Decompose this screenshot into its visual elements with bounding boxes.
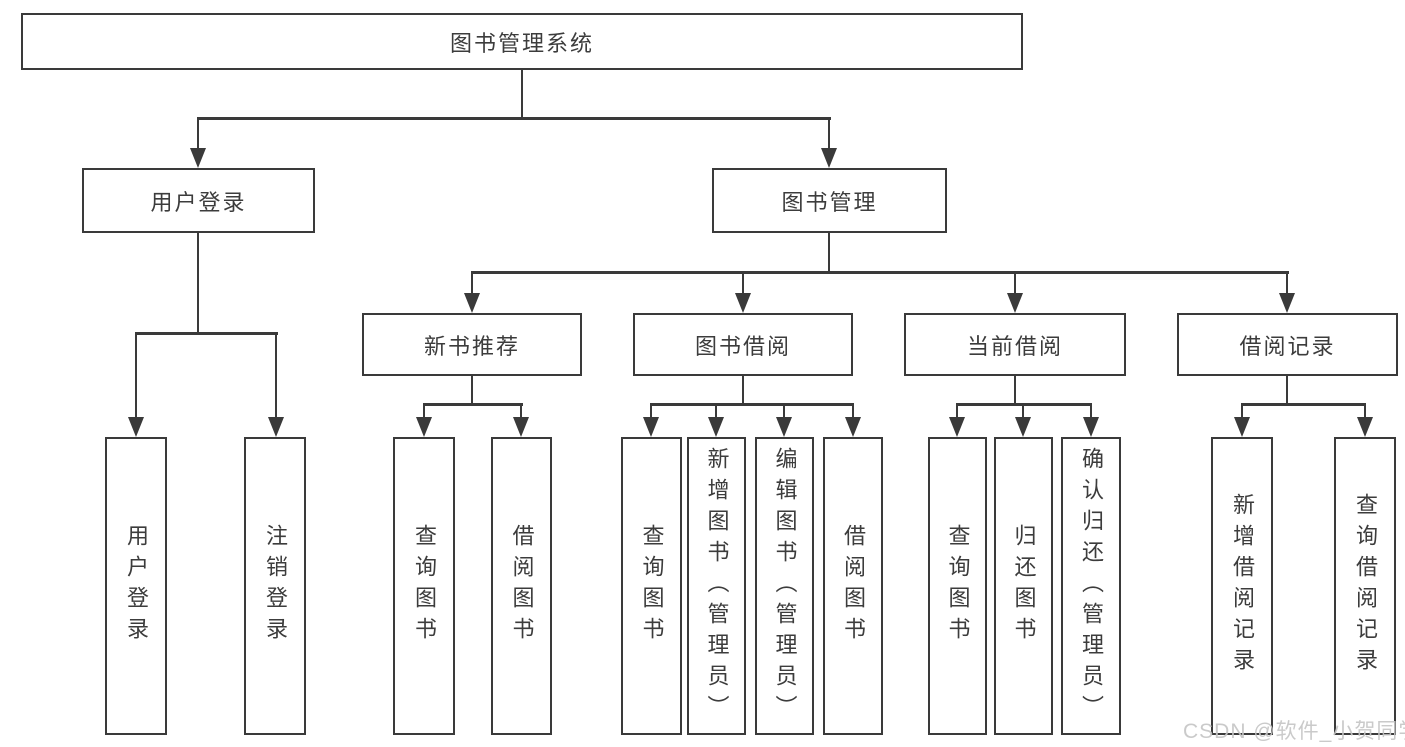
node-label: 图书借阅	[694, 333, 791, 359]
csdn-watermark: CSDN @软件_小贺同学	[1183, 720, 1405, 743]
arrowhead-icon	[1083, 417, 1099, 437]
connector-line	[1090, 403, 1092, 421]
node-borrowing-records: 借阅记录	[1177, 313, 1398, 376]
connector-line	[521, 69, 523, 119]
node-label: 当前借阅	[966, 333, 1063, 359]
node-book-management: 图书管理	[712, 168, 947, 233]
connector-line	[197, 233, 199, 334]
connector-line	[956, 403, 1092, 406]
connector-line	[423, 403, 425, 421]
node-label: 注销登录	[263, 524, 288, 648]
connector-line	[471, 271, 473, 295]
connector-line	[1241, 403, 1366, 406]
connector-line	[1022, 403, 1024, 421]
connector-line	[135, 332, 137, 419]
node-label: 归还图书	[1011, 524, 1037, 648]
connector-line	[783, 403, 785, 421]
connector-line	[650, 403, 652, 421]
connector-line	[956, 403, 958, 421]
leaf-borrow-books-borrowing: 借阅图书	[823, 437, 883, 735]
leaf-borrow-books-recommend: 借阅图书	[491, 437, 552, 735]
connector-line	[471, 376, 473, 406]
connector-line	[650, 403, 854, 406]
arrowhead-icon	[821, 148, 837, 168]
leaf-confirm-return-admin: 确认归还（管理员）	[1061, 437, 1121, 735]
connector-line	[1014, 376, 1016, 406]
node-label: 图书管理	[781, 189, 878, 215]
leaf-return-books: 归还图书	[994, 437, 1053, 735]
arrowhead-icon	[643, 417, 659, 437]
arrowhead-icon	[128, 417, 144, 437]
leaf-add-borrow-record: 新增借阅记录	[1211, 437, 1273, 735]
arrowhead-icon	[949, 417, 965, 437]
arrowhead-icon	[735, 293, 751, 313]
connector-line	[828, 233, 830, 274]
node-label: 图书管理系统	[449, 30, 594, 56]
arrowhead-icon	[513, 417, 529, 437]
connector-line	[1241, 403, 1243, 421]
node-book-borrowing: 图书借阅	[633, 313, 853, 376]
node-label: 借阅图书	[509, 524, 535, 648]
connector-line	[1286, 376, 1288, 406]
node-label: 借阅图书	[841, 524, 866, 648]
node-label: 新增图书（管理员）	[704, 446, 730, 726]
node-current-borrowing: 当前借阅	[904, 313, 1126, 376]
node-label: 借阅记录	[1239, 333, 1336, 359]
leaf-edit-books-admin: 编辑图书（管理员）	[755, 437, 814, 735]
node-label: 确认归还（管理员）	[1079, 446, 1104, 726]
leaf-query-books-borrowing: 查询图书	[621, 437, 682, 735]
connector-line	[520, 403, 522, 421]
connector-line	[1364, 403, 1366, 421]
connector-line	[742, 376, 744, 406]
connector-line	[197, 117, 831, 120]
connector-line	[1014, 271, 1016, 295]
leaf-query-borrow-record: 查询借阅记录	[1334, 437, 1396, 735]
leaf-logout: 注销登录	[244, 437, 306, 735]
node-new-book-recommend: 新书推荐	[362, 313, 582, 376]
arrowhead-icon	[464, 293, 480, 313]
arrowhead-icon	[776, 417, 792, 437]
node-label: 查询图书	[945, 524, 971, 648]
leaf-query-books-current: 查询图书	[928, 437, 987, 735]
connector-line	[742, 271, 744, 295]
node-user-login: 用户登录	[82, 168, 315, 233]
arrowhead-icon	[268, 417, 284, 437]
leaf-query-books-recommend: 查询图书	[393, 437, 455, 735]
arrowhead-icon	[416, 417, 432, 437]
connector-line	[828, 117, 830, 150]
connector-line	[1286, 271, 1288, 295]
connector-line	[135, 332, 278, 335]
connector-line	[423, 403, 523, 406]
node-label: 查询图书	[412, 524, 437, 648]
connector-line	[197, 117, 199, 150]
arrowhead-icon	[845, 417, 861, 437]
arrowhead-icon	[708, 417, 724, 437]
node-root-library-system: 图书管理系统	[21, 13, 1023, 70]
arrowhead-icon	[1234, 417, 1250, 437]
leaf-user-login: 用户登录	[105, 437, 167, 735]
node-label: 用户登录	[150, 189, 247, 215]
node-label: 用户登录	[124, 524, 149, 648]
arrowhead-icon	[1357, 417, 1373, 437]
node-label: 查询图书	[639, 524, 665, 648]
connector-line	[852, 403, 854, 421]
node-label: 新书推荐	[423, 333, 520, 359]
connector-line	[275, 332, 277, 419]
leaf-add-books-admin: 新增图书（管理员）	[687, 437, 746, 735]
arrowhead-icon	[1007, 293, 1023, 313]
connector-line	[715, 403, 717, 421]
arrowhead-icon	[190, 148, 206, 168]
arrowhead-icon	[1015, 417, 1031, 437]
node-label: 新增借阅记录	[1230, 493, 1255, 679]
node-label: 查询借阅记录	[1353, 493, 1378, 679]
connector-line	[471, 271, 1289, 274]
arrowhead-icon	[1279, 293, 1295, 313]
node-label: 编辑图书（管理员）	[772, 446, 798, 726]
